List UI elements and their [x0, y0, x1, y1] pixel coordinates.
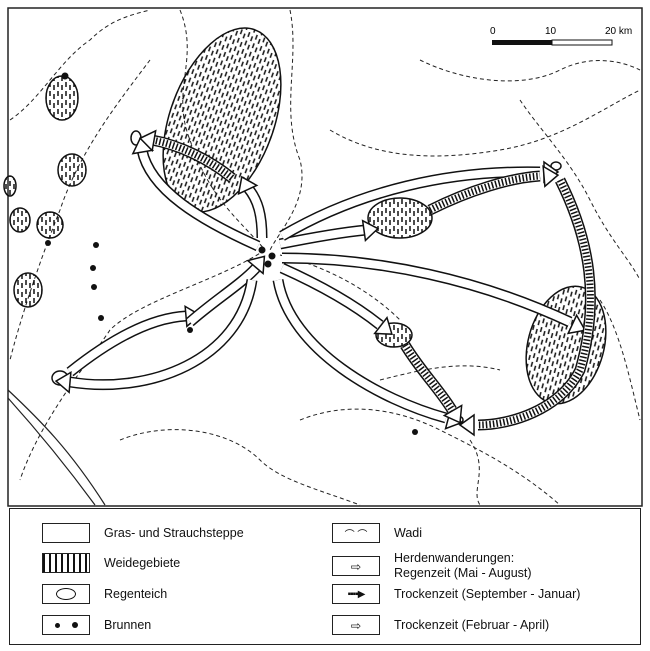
pond-icon: [42, 584, 90, 604]
migration-arrow-0: [131, 136, 261, 252]
legend-dry2: ⇨Trockenzeit (Februar - April): [332, 615, 549, 635]
migration-arrow-3: [278, 219, 380, 250]
legend-wells: Brunnen: [42, 615, 151, 635]
legend: Gras- und Strauchsteppe Weidegebiete Reg…: [9, 508, 641, 645]
legend-dry1: ▪▪▪▪▶Trockenzeit (September - Januar): [332, 584, 580, 604]
scale-tick-20: 20 km: [605, 26, 632, 37]
dry-season-hatched-arrow-5: [427, 165, 560, 215]
scale-tick-0: 0: [490, 26, 496, 37]
legend-pasture: Weidegebiete: [42, 553, 180, 573]
pasture-areas: [3, 27, 607, 405]
dry-season-hatched-arrow-10: [400, 342, 463, 424]
wells-icon: [42, 615, 90, 635]
migration-arrows: [54, 129, 596, 437]
wadi-icon: ⌒ ⌒: [332, 523, 380, 543]
dry-arrow-icon: ⇨: [332, 615, 380, 635]
pasture-icon: [42, 553, 90, 573]
scale-bar: [492, 39, 613, 46]
migration-arrow-6: [281, 252, 587, 335]
legend-wadi: ⌒ ⌒Wadi: [332, 523, 422, 543]
migration-arrow-9: [279, 262, 393, 335]
wadis: [9, 9, 641, 506]
dry-season-hatched-arrow-1: [138, 129, 236, 183]
legend-steppe: Gras- und Strauchsteppe: [42, 523, 244, 543]
rainy-arrow-icon: ⇨: [332, 556, 380, 576]
legend-pond: Regenteich: [42, 584, 167, 604]
migration-arrow-12: [186, 255, 266, 327]
migration-arrow-13: [54, 279, 258, 394]
legend-rainy: ⇨Herdenwanderungen:Regenzeit (Mai - Augu…: [332, 551, 532, 581]
hatched-arrow-icon: ▪▪▪▪▶: [332, 584, 380, 604]
dry-season-hatched-arrow-7: [458, 177, 596, 437]
coast: [7, 389, 106, 506]
wells: [45, 72, 418, 435]
scale-tick-10: 10: [545, 26, 557, 37]
migration-arrow-2: [237, 175, 268, 239]
